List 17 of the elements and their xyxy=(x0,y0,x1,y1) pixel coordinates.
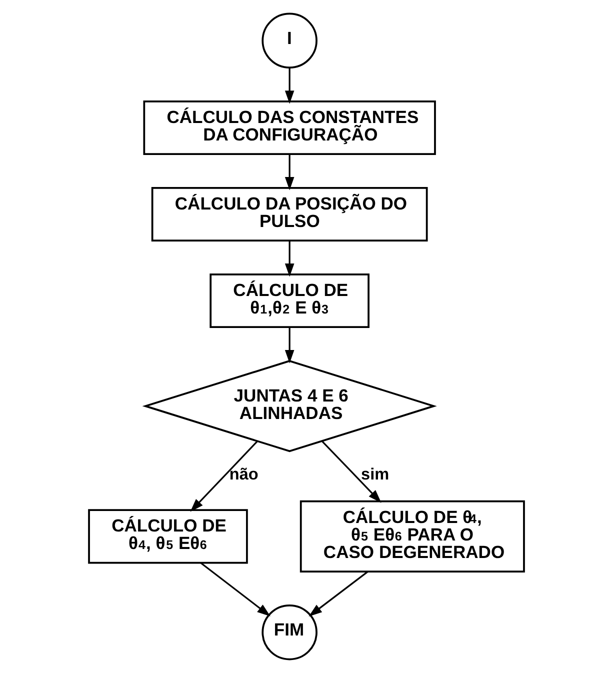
arrow xyxy=(190,440,258,512)
arrow xyxy=(284,154,294,190)
arrow xyxy=(321,440,381,503)
node-box: CÁLCULO DA POSIÇÃO DO PULSO xyxy=(150,187,428,242)
node-circle: FIM xyxy=(261,604,317,660)
node-diamond: JUNTAS 4 E 6 ALINHADAS xyxy=(142,360,436,452)
edge-label: não xyxy=(228,465,258,484)
arrow xyxy=(284,240,294,277)
arrow xyxy=(284,68,294,104)
node-box: CÁLCULO DE θ1,θ2 E θ3 xyxy=(209,274,369,328)
node-circle: I xyxy=(261,12,317,69)
node-box: CÁLCULO DAS CONSTANTES DA CONFIGURAÇÃO xyxy=(142,100,436,156)
arrow xyxy=(284,327,294,364)
arrow xyxy=(200,562,270,616)
edge-label: sim xyxy=(360,465,389,484)
node-box: CÁLCULO DE θ4, θ5 Eθ6 xyxy=(88,509,248,564)
arrow xyxy=(308,571,368,617)
